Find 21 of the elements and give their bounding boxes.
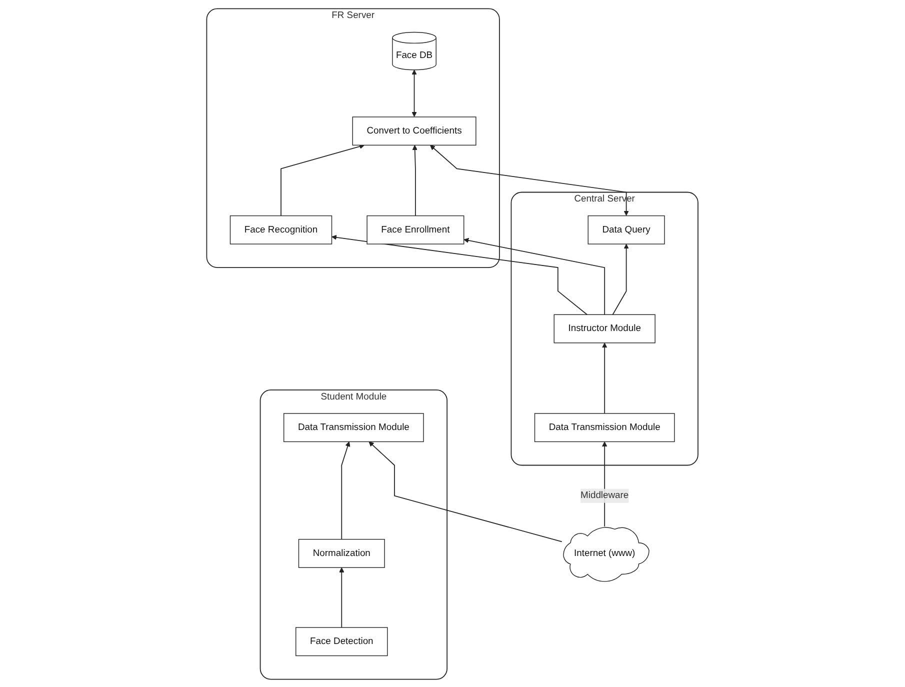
node-box: Face Recognition — [230, 214, 332, 244]
node-box: Data Transmission Module — [534, 412, 675, 442]
arrow — [430, 144, 630, 216]
node-box: Normalization — [298, 538, 386, 568]
node-box: Face Enrollment — [366, 214, 464, 244]
arrow — [341, 440, 350, 540]
arrow — [464, 237, 606, 315]
node-box: Instructor Module — [554, 314, 656, 343]
arrow — [612, 243, 630, 315]
node-box: Face Detection — [296, 626, 388, 656]
arrow — [339, 566, 344, 628]
arrow — [368, 440, 562, 542]
node-box: Data Transmission Module — [284, 412, 424, 442]
edge-label: Middleware — [580, 490, 629, 500]
arrow — [602, 342, 608, 414]
arrow — [280, 143, 365, 216]
node-box: Data Query — [588, 214, 665, 244]
arrow — [412, 69, 417, 116]
node-box: Convert to Coefficients — [352, 116, 476, 146]
arrow — [332, 234, 588, 315]
arrow — [412, 144, 418, 216]
